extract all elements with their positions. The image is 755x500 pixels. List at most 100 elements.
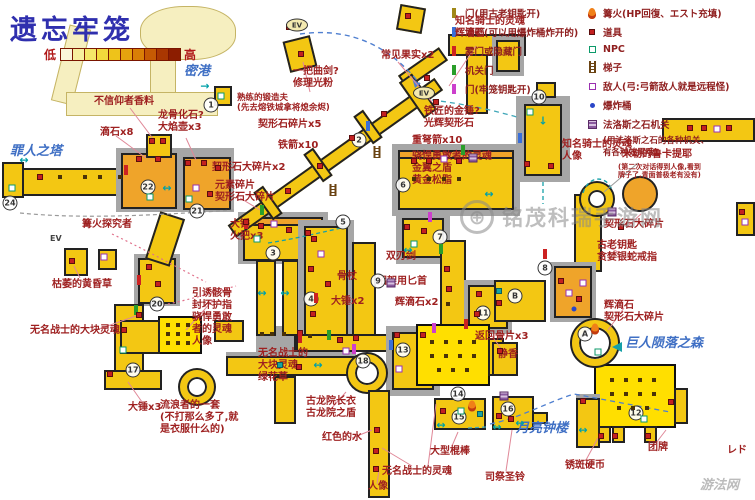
item-marker-icon	[618, 224, 624, 230]
enemy-marker-icon	[395, 365, 403, 373]
map-label: 知名骑士的灵魂 人像	[562, 139, 632, 162]
fog-marker-icon	[543, 249, 547, 259]
dot-marker-icon	[186, 332, 190, 336]
enemy-marker-icon	[579, 279, 587, 287]
map-label: 巨人陨落之森	[625, 336, 704, 351]
legend-label: 道具	[603, 28, 623, 39]
dot-marker-icon	[83, 175, 87, 179]
explosive-barrel-icon	[586, 102, 598, 108]
map-label: 大锤x2	[331, 296, 365, 307]
map-label: 招架用匕首	[377, 276, 427, 287]
cell-block-west	[120, 320, 160, 354]
gradient-bar	[60, 48, 182, 61]
item-marker-icon	[201, 160, 207, 166]
npc-marker-icon	[457, 407, 465, 415]
dot-marker-icon	[176, 341, 180, 345]
gradient-cell	[168, 48, 182, 61]
fog-marker-icon	[464, 319, 468, 329]
keep-col-c	[352, 242, 376, 342]
legend-label: 雾门或隐藏门	[465, 47, 523, 58]
map-label: 篝火探究者	[82, 219, 132, 230]
map-label: 返回骨片x3	[475, 331, 529, 342]
map-label: 古龙院长衣 古龙院之盾	[306, 396, 356, 419]
item-marker-icon	[433, 99, 439, 105]
item-marker-icon	[440, 408, 446, 414]
item-marker-icon	[136, 312, 142, 318]
room12-east-stub	[674, 388, 688, 424]
cage-marker-icon	[428, 212, 432, 222]
item-marker-icon	[136, 156, 142, 162]
legend-row: 道具	[586, 25, 754, 39]
dot-marker-icon	[451, 368, 455, 372]
keep-col-a	[256, 260, 276, 336]
legend-left-column: 门(用古老钥匙开)墙壁(可以用爆炸桶炸开的)雾门或隐藏门机关门门(牢笼钥匙开)	[448, 6, 588, 101]
mech-marker-icon	[134, 305, 138, 315]
enemy-marker-icon	[440, 155, 448, 163]
arrow-h-icon: ↔	[492, 420, 502, 434]
legend-label: 敌人(弓:弓箭敌人就是远程怪)	[603, 82, 730, 93]
tower10	[524, 104, 562, 176]
item-marker-icon	[524, 161, 530, 167]
fog-marker-icon	[137, 275, 141, 285]
arrow-h-icon: ↔	[484, 187, 494, 201]
legend-label: 法洛斯之石机关	[603, 120, 670, 131]
dot-marker-icon	[444, 354, 448, 358]
npc-marker-icon	[146, 193, 154, 201]
legend-note: (用法洛斯之石的各种机关、 有各种效果哦)	[603, 136, 709, 158]
pharros-marker-icon	[386, 278, 396, 288]
map-label: 大锤x3	[128, 402, 162, 413]
item-marker-icon	[726, 125, 732, 131]
item-marker-icon	[668, 399, 674, 405]
ev-badge: EV	[413, 86, 435, 100]
map-label: 静香	[498, 349, 518, 360]
tealsq-marker-icon	[477, 411, 483, 417]
arrow-h-icon: ↔	[19, 153, 29, 167]
item-marker-icon	[37, 174, 43, 180]
item-marker-icon	[558, 278, 564, 284]
item-marker-icon	[424, 75, 430, 81]
dot-marker-icon	[610, 392, 614, 396]
arrow-h-icon: ↔	[162, 181, 172, 195]
pointer-line	[505, 429, 513, 472]
barrel-marker-icon	[571, 306, 577, 312]
item-marker-icon	[411, 158, 417, 164]
legend-label: 门(用古老钥匙开)	[465, 9, 541, 20]
number-badge-18: 18	[355, 353, 371, 369]
ancient-key-door-icon	[448, 8, 460, 18]
item-marker-icon	[612, 433, 618, 439]
item-marker-icon	[155, 156, 161, 162]
dot-marker-icon	[430, 354, 434, 358]
map-label: 无名战士的灵魂	[382, 466, 452, 477]
fog-hidden-door-icon	[448, 46, 460, 56]
arrow-r-icon: →	[200, 79, 210, 93]
dot-marker-icon	[472, 354, 476, 358]
item-marker-icon	[580, 398, 586, 404]
ev-room-west	[64, 248, 88, 276]
item-marker-icon	[444, 266, 450, 272]
item-marker-icon	[155, 281, 161, 287]
item-marker-icon	[258, 223, 264, 229]
item-marker-icon	[496, 300, 502, 306]
mechanism-door-icon	[448, 65, 460, 75]
arrow-h-icon: ↔	[403, 243, 413, 257]
map-label: 元素碎片 契形石大碎片	[215, 180, 275, 203]
map-label: 知名骑士的灵魂 辉滴石	[455, 16, 525, 39]
map-label: 锈斑硬币	[565, 460, 605, 471]
legend-label: 爆炸桶	[603, 101, 632, 112]
legend-label: 梯子	[603, 63, 623, 74]
item-marker-icon	[497, 348, 503, 354]
page-title: 遗忘牢笼	[10, 15, 134, 46]
gradient-low-label: 低	[44, 48, 57, 62]
number-badge-20: 20	[149, 296, 165, 312]
legend-label: 机关门	[465, 66, 494, 77]
map-label: 无名战士的大块灵魂	[30, 325, 120, 336]
item-marker-icon	[446, 286, 452, 292]
map-label: 罪人之塔	[10, 144, 63, 159]
number-badge-7: 7	[432, 229, 448, 245]
item-marker-icon	[317, 163, 323, 169]
legend-row: 门(用古老钥匙开)	[448, 6, 588, 20]
watermark-logo-icon: ⊕	[460, 200, 494, 234]
map-label: 米勒的鲁卡提耶	[622, 149, 692, 160]
ev-badge: EV	[286, 18, 308, 32]
